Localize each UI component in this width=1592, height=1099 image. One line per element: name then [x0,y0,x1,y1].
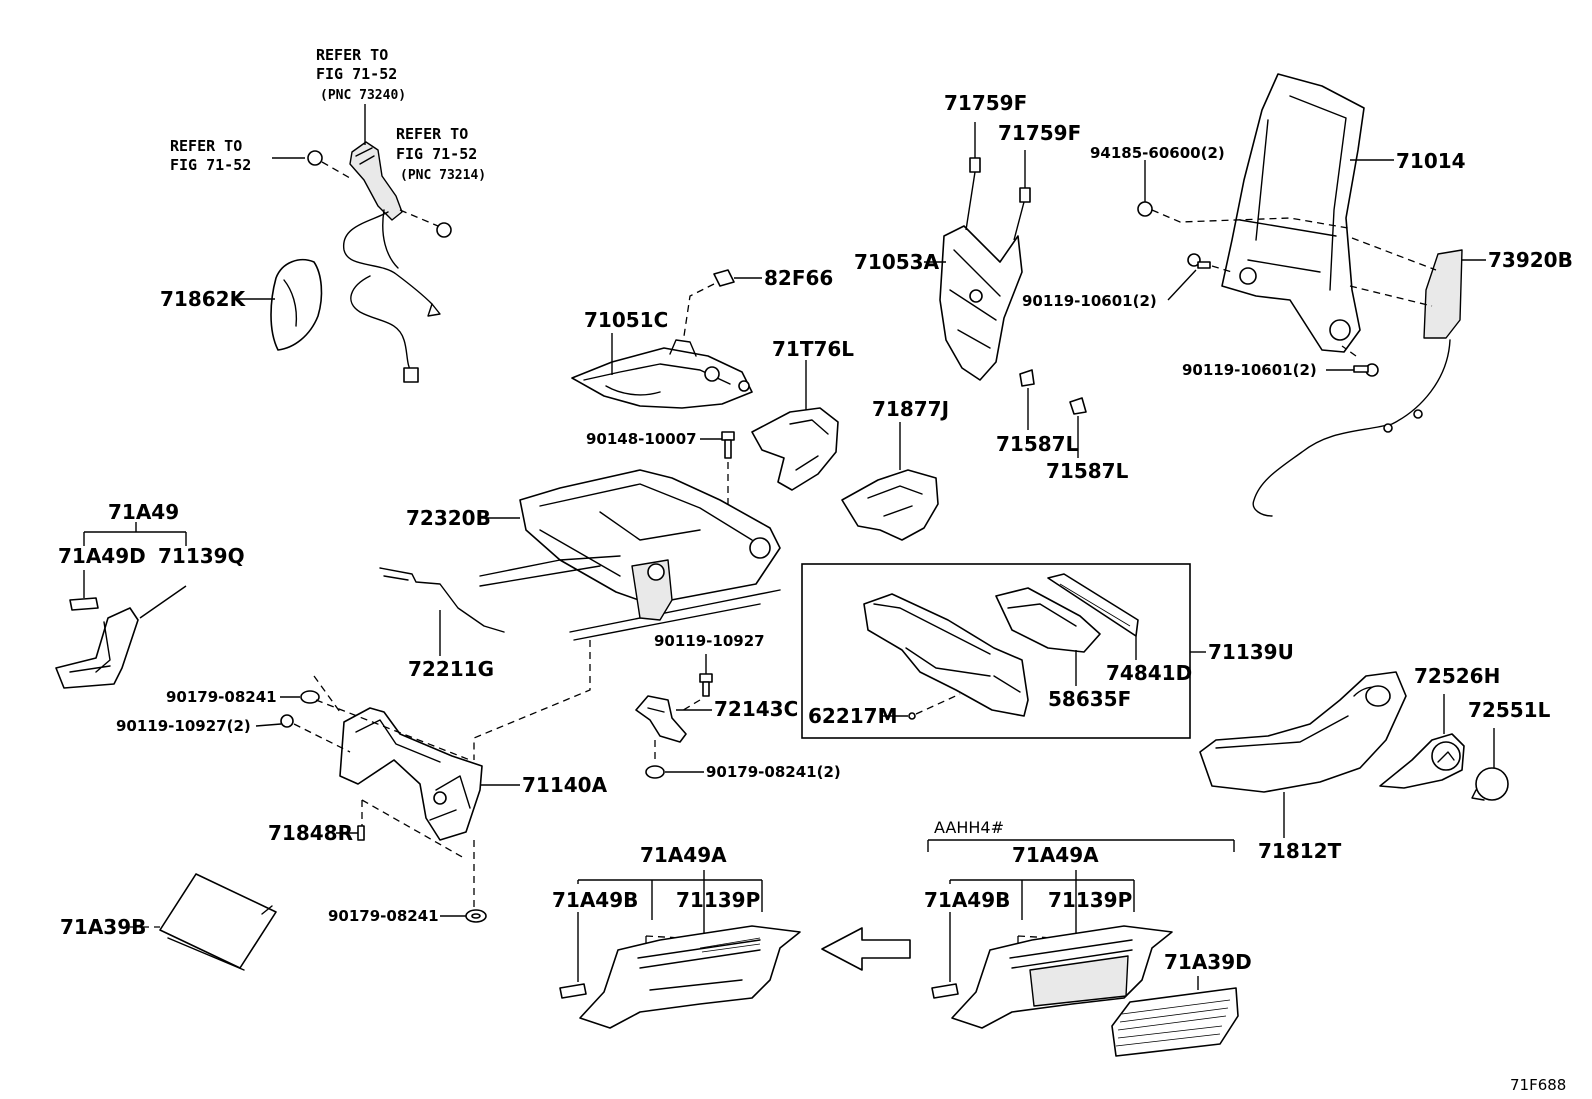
part-71848R-pin [357,825,365,841]
refer-note-c-line2: FIG 71-52 [396,145,477,163]
part-71A39D-grille [1111,987,1239,1057]
part-71140A-label: 71140A [522,773,608,797]
part-71139P-left-panel [579,925,801,1029]
part-71A39B-label: 71A39B [60,915,146,939]
part-71139U-group-box [801,563,1191,739]
part-71A49A-right-label: 71A49A [1012,843,1099,867]
part-71139P-right-panel [951,925,1173,1029]
part-90119-10927-bolt-a [280,714,294,728]
part-71812T-shield [1199,671,1407,793]
part-72526H-knob [1379,733,1465,789]
part-82F66-label: 82F66 [764,266,833,290]
part-71587L-b-label: 71587L [1046,459,1129,483]
part-71587L-clip-b [1069,397,1087,415]
part-71A49B-left-label: 71A49B [552,888,638,912]
part-90179-08241-b-label: 90179-08241 [328,907,439,925]
variant-label: AAHH4# [934,818,1004,837]
part-71877J-label: 71877J [872,397,949,421]
part-71140A-bracket [339,707,483,841]
part-90119-10927-label: 90119-10927 [654,632,765,650]
part-90119-10601-2a-label: 90119-10601(2) [1022,292,1157,310]
part-72143C-label: 72143C [714,697,798,721]
part-71051C-adjuster [571,339,753,409]
part-62217M-clip [908,712,916,720]
part-74841D-strip [1047,573,1139,637]
part-71139U-label: 71139U [1208,640,1294,664]
part-71A49D-label: 71A49D [58,544,146,568]
part-72211G-label: 72211G [408,657,494,681]
part-71051C-label: 71051C [584,308,668,332]
part-90119-10927-bolt-b [699,673,713,697]
refer-note-b-line1: REFER TO [170,137,242,155]
direction-arrow [821,927,911,971]
part-71587L-a-label: 71587L [996,432,1079,456]
part-72551L-cap [1471,767,1509,801]
part-71587L-clip-a [1019,369,1035,387]
part-71A39D-label: 71A39D [1164,950,1252,974]
part-71A49B-left-pad [559,983,587,999]
part-94185-60600-nut [1137,201,1153,217]
part-71053A-label: 71053A [854,250,940,274]
part-71A49D-pad [69,597,99,611]
part-58635F-tray [995,587,1101,653]
part-71139Q-label: 71139Q [158,544,245,568]
part-71862K-label: 71862K [160,287,247,311]
part-71A49B-right-label: 71A49B [924,888,1010,912]
part-90119-10927-2-label: 90119-10927(2) [116,717,251,735]
part-73920B-airbag [1252,249,1463,517]
part-71812T-label: 71812T [1258,839,1342,863]
part-73920B-label: 73920B [1488,248,1573,272]
part-71139U-cover [863,593,1029,717]
part-71053A-bracket [939,225,1023,381]
part-62217M-label: 62217M [808,704,897,728]
part-72551L-label: 72551L [1468,698,1551,722]
part-90119-10601-2b-label: 90119-10601(2) [1182,361,1317,379]
part-72526H-label: 72526H [1414,664,1500,688]
part-90119-10601-bolt-a [1187,253,1211,269]
part-58635F-label: 58635F [1048,687,1131,711]
part-71A49-label: 71A49 [108,500,179,524]
refer-note-a-line1: REFER TO [316,46,388,64]
part-71862K-cover [270,258,323,351]
part-71139P-right-label: 71139P [1048,888,1132,912]
part-72320B-label: 72320B [406,506,491,530]
part-71139P-left-label: 71139P [676,888,760,912]
part-90148-10007-label: 90148-10007 [586,430,697,448]
part-90119-10601-bolt-b [1353,363,1379,377]
part-90179-08241-a-label: 90179-08241 [166,688,277,706]
part-72211G-wire [379,567,505,633]
refer-note-b-line2: FIG 71-52 [170,156,251,174]
part-90179-08241-2-label: 90179-08241(2) [706,763,841,781]
refer-note-c-line3: (PNC 73214) [400,168,486,183]
part-71A39B-cover [159,873,277,971]
part-90148-10007-bolt [721,431,735,459]
part-71759F-clip-a [969,157,981,173]
part-71A49B-right-pad [931,983,959,999]
part-71848R-label: 71848R [268,821,353,845]
part-71T76L-bracket [751,407,839,491]
part-74841D-label: 74841D [1106,661,1192,685]
seat-belt-buckle-assembly [307,141,452,383]
part-71139Q-bracket [55,607,139,689]
part-71014-seatback-frame [1221,73,1365,353]
part-90179-08241-clip-b [465,909,487,923]
part-82F66-connector [713,269,735,287]
refer-note-c-line1: REFER TO [396,125,468,143]
part-90179-08241-clip-c [645,765,665,779]
part-71A49A-left-label: 71A49A [640,843,727,867]
part-71759F-clip-b [1019,187,1031,203]
refer-note-a-line2: FIG 71-52 [316,65,397,83]
refer-note-a-line3: (PNC 73240) [320,88,406,103]
diagram-code: 71F688 [1510,1076,1566,1094]
part-71T76L-label: 71T76L [772,337,854,361]
part-94185-60600-2-label: 94185-60600(2) [1090,144,1225,162]
part-72143C-bracket [635,695,687,743]
part-90179-08241-clip-a [300,690,320,704]
part-71759F-a-label: 71759F [944,91,1027,115]
part-71759F-b-label: 71759F [998,121,1081,145]
part-72320B-seat-track [479,469,781,641]
part-71877J-cover [841,469,939,541]
part-71014-label: 71014 [1396,149,1466,173]
